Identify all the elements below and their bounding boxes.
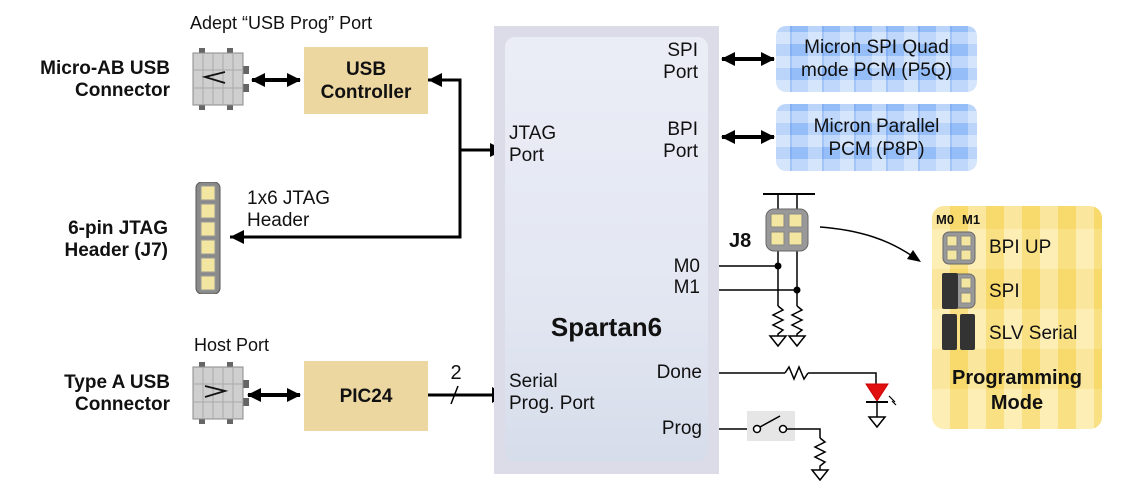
- programming-mode-title-line2: Mode: [990, 392, 1044, 414]
- micro-usb-label-line1: Micro-AB USB: [40, 58, 170, 79]
- jtag-header-icon: [195, 181, 221, 295]
- spi-flash-line2: mode PCM (P5Q): [801, 60, 952, 81]
- pic24-label: PIC24: [339, 385, 393, 407]
- type-a-usb-label: Type A USB Connector: [0, 372, 170, 416]
- micro-usb-label-line2: Connector: [75, 80, 170, 101]
- bus-width-label: 2: [450, 362, 462, 384]
- led-icon: [865, 383, 889, 402]
- type-a-usb-connector-icon: [191, 362, 249, 424]
- mode-slv-serial-label: SLV Serial: [989, 323, 1078, 344]
- programming-mode-panel: M0 M1 BPI UP SPI SLV Serial Programming …: [932, 206, 1102, 429]
- type-a-usb-label-line1: Type A USB: [64, 372, 170, 393]
- usb-prog-port-caption: Adept “USB Prog” Port: [190, 13, 373, 33]
- jtag-port-label: JTAG Port: [509, 123, 599, 167]
- m1-pin-label: M1: [673, 277, 700, 298]
- host-port-caption: Host Port: [194, 335, 270, 355]
- jtag-caption-line2: Header: [247, 210, 310, 231]
- j8-to-mode-arrow: [819, 226, 916, 259]
- jtag-header-label-line2: Header (J7): [64, 240, 169, 261]
- spi-port-label: SPI Port: [600, 40, 698, 84]
- m0-pin-label: M0: [673, 256, 700, 277]
- usb-controller-line1: USB: [345, 58, 387, 80]
- type-a-usb-label-line2: Connector: [75, 394, 170, 415]
- bpi-port-line1: BPI: [667, 119, 698, 140]
- micro-usb-connector-icon: [191, 48, 249, 110]
- jtag-header-caption: 1x6 JTAG Header: [247, 188, 387, 232]
- mode-bpi-up-label: BPI UP: [989, 237, 1052, 258]
- controller-jtag-link: [230, 78, 462, 239]
- serial-port-line2: Prog. Port: [509, 393, 595, 414]
- parallel-flash-line2: PCM (P8P): [828, 138, 925, 160]
- serial-port-line1: Serial: [509, 371, 558, 392]
- spi-port-line2: Port: [663, 62, 698, 83]
- spi-port-line1: SPI: [667, 40, 698, 61]
- pic24-block: PIC24: [304, 361, 428, 431]
- serial-port-label: Serial Prog. Port: [509, 371, 629, 415]
- jtag-port-line2: Port: [509, 145, 544, 166]
- j8-jumper-icon[interactable]: [765, 208, 809, 252]
- fpga-inner: [505, 37, 708, 461]
- jtag-caption-line1: 1x6 JTAG: [247, 188, 331, 209]
- mode-col-m0: M0: [936, 212, 955, 227]
- parallel-flash-line1: Micron Parallel: [813, 115, 940, 137]
- fpga-name: Spartan6: [550, 312, 663, 342]
- mode-col-m1: M1: [962, 212, 981, 227]
- jtag-port-line1: JTAG: [509, 123, 557, 144]
- programming-mode-title-line1: Programming: [951, 367, 1083, 389]
- slv-serial-jumper-icon: [942, 314, 976, 350]
- mode-spi-label: SPI: [989, 281, 1020, 302]
- usb-controller-line2: Controller: [320, 81, 412, 103]
- jtag-header-label-line1: 6-pin JTAG: [68, 218, 168, 239]
- done-pin-label: Done: [656, 362, 702, 383]
- bpi-up-jumper-icon: [942, 231, 976, 265]
- programming-mode-title: Programming Mode: [932, 366, 1102, 416]
- spi-flash-line1: Micron SPI Quad: [804, 37, 949, 58]
- bpi-port-line2: Port: [663, 141, 698, 162]
- bpi-port-label: BPI Port: [600, 119, 698, 163]
- spi-jumper-icon: [942, 273, 976, 309]
- mode-pins-label: M0 M1: [620, 256, 700, 298]
- micro-usb-label: Micro-AB USB Connector: [0, 58, 170, 102]
- prog-pin-label: Prog: [661, 418, 702, 439]
- fpga-block: [494, 26, 719, 474]
- jtag-header-label: 6-pin JTAG Header (J7): [0, 218, 169, 262]
- j8-label: J8: [729, 230, 752, 252]
